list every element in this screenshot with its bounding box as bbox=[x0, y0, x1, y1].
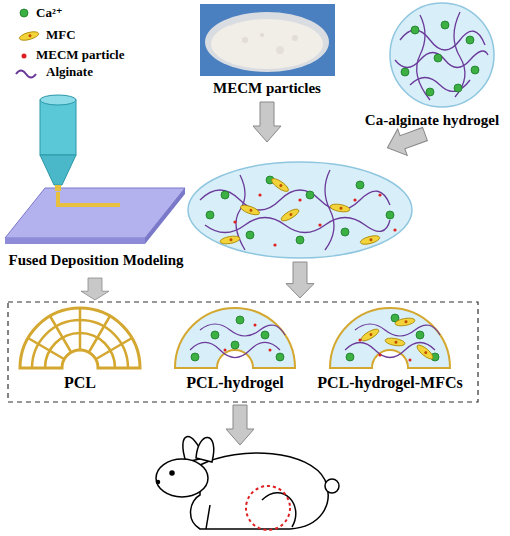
node-label: PCL-hydrogel bbox=[186, 374, 283, 392]
fdm-printer bbox=[5, 95, 185, 244]
labelled-node: PCL-hydrogel bbox=[186, 374, 283, 392]
composite-hydrogel bbox=[188, 162, 412, 258]
scaffold-pcl-hydrogel-mfcs bbox=[330, 308, 450, 368]
scaffold-pcl bbox=[20, 308, 140, 368]
node-label: PCL-hydrogel-MFCs bbox=[317, 374, 462, 392]
legend-label: Alginate bbox=[46, 64, 93, 80]
labelled-node: Fused Deposition Modeling bbox=[8, 252, 183, 269]
labelled-node: PCL-hydrogel-MFCs bbox=[317, 374, 462, 392]
node-label: PCL bbox=[64, 374, 96, 392]
labelled-node: MECM particles bbox=[213, 80, 321, 97]
labelled-node: PCL bbox=[64, 374, 96, 392]
group-box bbox=[8, 302, 478, 402]
node-label: MECM particles bbox=[213, 80, 321, 97]
site-marker bbox=[246, 486, 290, 530]
node-label: Ca-alginate hydrogel bbox=[365, 112, 499, 129]
rabbit-drawing bbox=[156, 437, 339, 529]
node-label: Fused Deposition Modeling bbox=[8, 252, 183, 269]
flow-arrows bbox=[81, 102, 430, 445]
labelled-node: Ca-alginate hydrogel bbox=[365, 112, 499, 129]
powder-photo bbox=[200, 4, 335, 76]
hydrogel-disc bbox=[390, 3, 494, 107]
scaffold-pcl-hydrogel bbox=[175, 308, 295, 368]
legend-label: MFC bbox=[46, 27, 76, 43]
legend-label: Ca²⁺ bbox=[36, 5, 63, 21]
legend-label: MECM particle bbox=[36, 47, 124, 63]
